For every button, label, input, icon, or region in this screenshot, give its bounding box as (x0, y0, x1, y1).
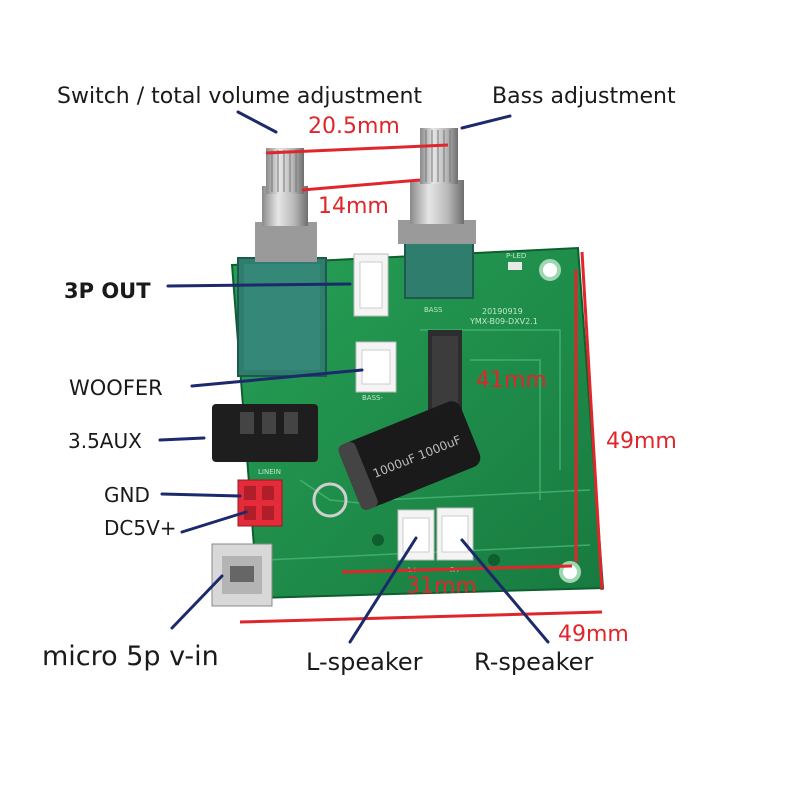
mount-hole (372, 534, 384, 546)
label-switch-volume: Switch / total volume adjustment (57, 84, 423, 109)
mount-hole (539, 259, 561, 281)
silk-bass: BASS (424, 306, 443, 314)
dimension-lines (239, 143, 604, 624)
pointer-gnd (160, 492, 242, 498)
bass-pot-body (404, 237, 474, 299)
dim-board-width: 49mm (558, 622, 629, 647)
pointer-r-speaker (460, 538, 550, 644)
label-micro-vin: micro 5p v-in (42, 641, 219, 672)
label-gnd: GND (104, 483, 150, 507)
label-woofer: WOOFER (69, 376, 163, 400)
dim-line-knob-inner (301, 178, 421, 192)
label-dc5v: DC5V+ (104, 516, 177, 540)
label-r-speaker: R-speaker (474, 648, 594, 676)
pointer-lines (158, 110, 550, 644)
capacitor (338, 401, 481, 510)
mount-hole (488, 554, 500, 566)
power-led (508, 262, 522, 270)
label-3p-out: 3P OUT (64, 279, 151, 303)
label-bass-adjustment: Bass adjustment (492, 84, 676, 109)
label-l-speaker: L-speaker (306, 648, 423, 676)
dim-line-board-width (239, 610, 603, 624)
pointer-micro-vin (170, 574, 224, 630)
inductor (312, 482, 348, 518)
dim-line-knob-outer (265, 143, 449, 155)
silk-pled: P-LED (506, 252, 526, 260)
pcb-date-code: 20190919 (482, 307, 523, 316)
label-aux: 3.5AUX (68, 429, 142, 453)
dim-line-hole-horizontal (341, 564, 573, 574)
pointer-woofer (190, 368, 364, 388)
pointer-l-speaker (348, 536, 418, 644)
dim-board-height: 49mm (606, 429, 677, 454)
pcb-model-code: YMX-B09-DXV2.1 (469, 317, 538, 326)
pointer-3p-out (166, 282, 352, 288)
silk-linein: LINEIN (258, 468, 281, 476)
dim-knob-inner: 14mm (318, 194, 389, 219)
pointer-dc5v (180, 510, 248, 534)
silk-bass-minus: BASS- (362, 394, 383, 402)
dim-hole-horizontal: 31mm (406, 574, 477, 599)
pointer-aux (158, 436, 206, 442)
pointer-switch-volume (236, 110, 278, 134)
dim-line-board-height (580, 251, 604, 591)
pointer-bass (460, 114, 512, 130)
dim-knob-outer: 20.5mm (308, 114, 400, 139)
dim-hole-vertical: 41mm (476, 368, 547, 393)
